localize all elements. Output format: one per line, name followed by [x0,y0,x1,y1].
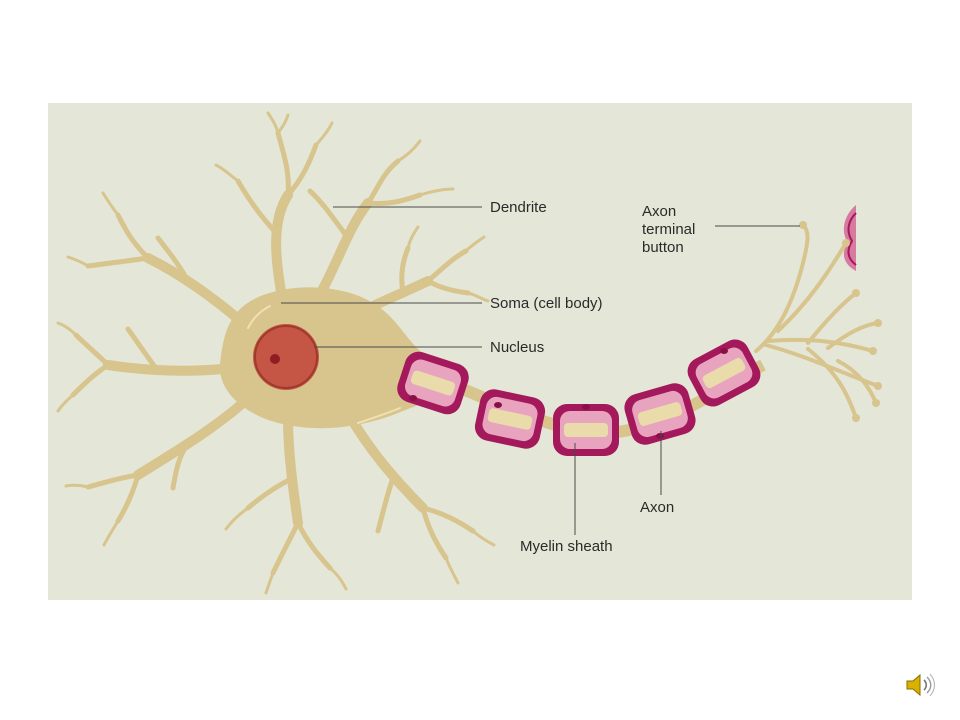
label-axon: Axon [640,499,674,516]
label-axon-terminal-line3: button [642,239,684,256]
label-nucleus: Nucleus [490,339,544,356]
label-dendrite: Dendrite [490,199,547,216]
label-axon-terminal-line1: Axon [642,203,676,220]
myelin-sheath [397,339,761,456]
axon-terminal-branches [754,221,882,422]
audio-button[interactable] [902,668,936,702]
label-axon-terminal-line2: terminal [642,221,695,238]
label-myelin-sheath: Myelin sheath [520,538,613,555]
leader-lines [281,206,800,535]
label-soma: Soma (cell body) [490,295,603,312]
diagram-background [48,103,912,600]
nucleolus [270,354,280,364]
nucleus [253,324,319,390]
dendrites [56,111,496,595]
neuron-diagram: Dendrite Soma (cell body) Nucleus Axon t… [48,103,912,600]
speaker-icon [906,673,936,697]
